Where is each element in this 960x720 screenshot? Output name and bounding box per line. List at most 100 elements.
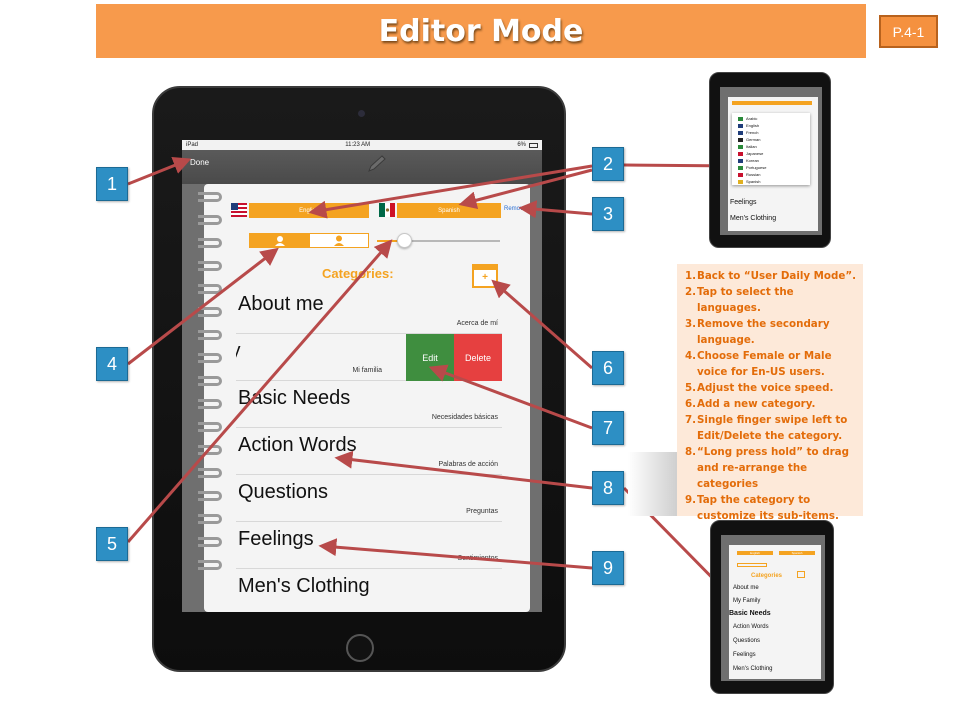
mini-categories-title: Categories xyxy=(751,573,783,579)
category-name: ly xyxy=(236,340,240,363)
ipad-screen: iPad 11:23 AM 6% Done English xyxy=(182,140,542,612)
mini-language-item[interactable]: Arabic xyxy=(738,116,757,121)
spiral-rings xyxy=(198,192,228,592)
mini-language-item[interactable]: Korean xyxy=(738,158,759,163)
mini-flag-icon xyxy=(738,151,743,156)
instruction-text: “Long press hold” to drag and re-arrange… xyxy=(697,446,849,490)
category-translation: Acerca de mí xyxy=(456,320,498,327)
category-name: Action Words xyxy=(238,434,357,456)
primary-language-button[interactable]: English xyxy=(249,203,369,218)
swipe-edit-button[interactable]: Edit xyxy=(406,334,454,381)
spiral-ring xyxy=(198,399,222,409)
status-bar: iPad 11:23 AM 6% xyxy=(182,140,542,150)
spiral-ring xyxy=(198,491,222,501)
status-time: 11:23 AM xyxy=(345,142,371,148)
mini-dragged-category[interactable]: Basic Needs xyxy=(729,610,771,617)
mini-flag-icon xyxy=(738,158,743,163)
callout-8: 8 xyxy=(592,471,624,505)
done-button[interactable]: Done xyxy=(190,158,210,167)
female-voice-icon xyxy=(274,236,285,246)
mini-flag-icon xyxy=(738,116,743,121)
mini-language-name: Italian xyxy=(746,144,757,149)
category-name: Basic Needs xyxy=(238,387,351,409)
mini-language-name: Portuguese xyxy=(746,165,767,170)
mini-category-item[interactable]: My Family xyxy=(733,598,761,604)
mini-category-item[interactable]: Questions xyxy=(733,638,761,644)
female-voice-option[interactable] xyxy=(250,234,309,247)
mini-language-name: Spanish xyxy=(746,179,761,184)
swipe-delete-button[interactable]: Delete xyxy=(454,334,502,381)
page-badge: P.4-1 xyxy=(879,15,938,48)
mexico-flag-icon xyxy=(379,203,395,217)
instruction-text: Adjust the voice speed. xyxy=(697,382,834,394)
spiral-ring xyxy=(198,422,222,432)
mini-category-item[interactable]: Men's Clothing xyxy=(733,666,773,672)
mini-language-name: German xyxy=(746,137,761,142)
categories-title: Categories: xyxy=(322,266,394,281)
mini-language-item[interactable]: Portuguese xyxy=(738,165,766,170)
callout-9: 9 xyxy=(592,551,624,585)
nav-bar: Done xyxy=(182,150,542,184)
category-row[interactable]: About me Acerca de mí xyxy=(236,287,502,334)
secondary-language-button[interactable]: Spanish xyxy=(397,203,501,218)
title-banner: Editor Mode xyxy=(96,4,866,58)
mini-category-item[interactable]: Action Words xyxy=(733,624,769,630)
mini-language-name: Korean xyxy=(746,158,759,163)
mini-flag-icon xyxy=(738,144,743,149)
mini-language-item[interactable]: Japanese xyxy=(738,151,763,156)
mini-voice-toggle xyxy=(737,563,767,567)
mini-language-item[interactable]: English xyxy=(738,123,759,128)
main-ipad: iPad 11:23 AM 6% Done English xyxy=(152,86,566,672)
add-category-bar xyxy=(474,266,496,270)
category-name: Men's Clothing xyxy=(238,575,370,597)
callout-2: 2 xyxy=(592,147,624,181)
home-button[interactable] xyxy=(346,634,374,662)
instruction-item: 2.Tap to select the languages. xyxy=(685,284,859,316)
category-translation: Palabras de acción xyxy=(438,461,498,468)
instruction-number: 7. xyxy=(685,414,697,426)
voice-gender-toggle xyxy=(249,233,369,248)
mini-language-name: Russian xyxy=(746,172,761,177)
mini-category-item[interactable]: Feelings xyxy=(733,652,756,658)
category-translation: Sentimientos xyxy=(457,555,498,562)
callout-1: 1 xyxy=(96,167,128,201)
plus-icon: + xyxy=(482,272,488,283)
spiral-ring xyxy=(198,330,222,340)
instruction-item: 5.Adjust the voice speed. xyxy=(685,380,859,396)
instruction-text: Add a new category. xyxy=(697,398,816,410)
mini-language-item[interactable]: Italian xyxy=(738,144,757,149)
panel-shadow xyxy=(628,452,677,516)
spiral-ring xyxy=(198,192,222,202)
remove-language-link[interactable]: Remove xyxy=(504,206,527,212)
mini-language-name: French xyxy=(746,130,759,135)
mini-row-mens-clothing: Men's Clothing xyxy=(730,215,777,222)
mini-language-item[interactable]: German xyxy=(738,137,760,142)
male-voice-option[interactable] xyxy=(309,234,368,247)
speed-slider-track[interactable] xyxy=(377,240,500,242)
callout-5: 5 xyxy=(96,527,128,561)
mini-add-category-icon xyxy=(797,571,805,578)
instruction-item: 1.Back to “User Daily Mode”. xyxy=(685,268,859,284)
mini-flag-icon xyxy=(738,165,743,170)
callout-6: 6 xyxy=(592,351,624,385)
instruction-text: Choose Female or Male voice for En-US us… xyxy=(697,350,832,378)
battery-icon xyxy=(529,142,538,148)
instruction-item: 3.Remove the secondary language. xyxy=(685,316,859,348)
mini-language-item[interactable]: French xyxy=(738,130,758,135)
mini-language-name: English xyxy=(746,123,760,128)
mini-category-item[interactable]: About me xyxy=(733,585,759,591)
mini-language-item[interactable]: Russian xyxy=(738,172,760,177)
us-flag-icon xyxy=(231,203,247,217)
add-category-button[interactable]: + xyxy=(472,264,498,288)
instruction-text: Single finger swipe left to Edit/Delete … xyxy=(697,414,848,442)
category-row[interactable]: Men's Clothing xyxy=(236,569,502,597)
category-name: About me xyxy=(238,293,324,315)
mini-language-item[interactable]: Spanish xyxy=(738,179,760,184)
speed-slider-knob[interactable] xyxy=(397,233,413,248)
